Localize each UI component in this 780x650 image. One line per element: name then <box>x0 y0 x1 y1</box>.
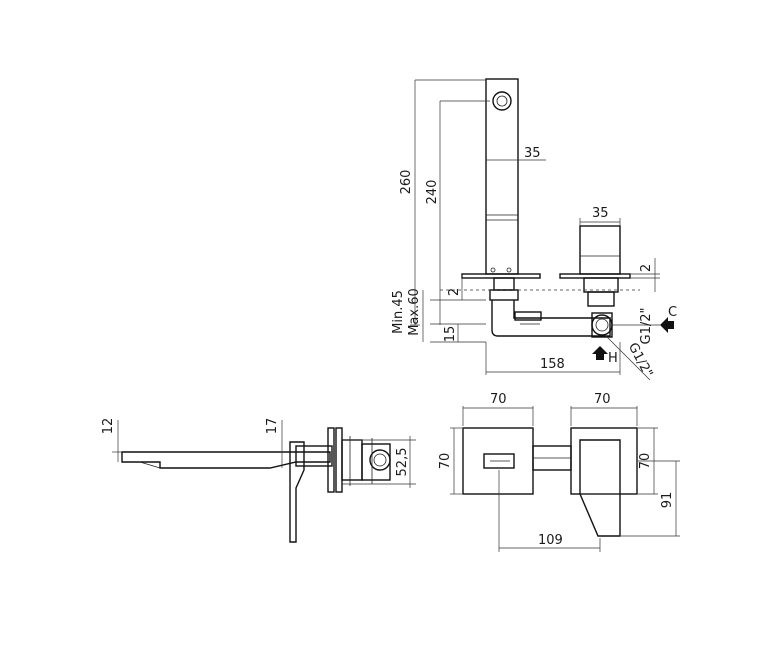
dim-158: 158 <box>540 357 565 372</box>
side-view: 12 17 52,5 <box>101 418 416 543</box>
dim-max60: Max.60 <box>407 288 422 336</box>
spout-outlet-circle <box>492 91 512 111</box>
dim-15: 15 <box>443 326 458 343</box>
label-h: H <box>608 351 618 366</box>
valve-handle <box>579 225 621 275</box>
dim-g12-b: G1/2" <box>625 341 656 381</box>
dim-g12-a: G1/2" <box>639 308 654 345</box>
plan-view: 260 240 35 35 2 2 Min.45 Max.60 15 158 <box>391 78 677 381</box>
dim-12: 12 <box>101 418 116 435</box>
dim-35-valve: 35 <box>592 206 609 221</box>
front-valve-plate <box>570 427 638 495</box>
dim-70-left-side: 70 <box>438 453 453 470</box>
side-inlet-circle <box>369 449 391 471</box>
dim-2-right: 2 <box>639 264 654 272</box>
dim-min45: Min.45 <box>391 290 406 334</box>
dim-2-left: 2 <box>447 288 462 296</box>
dim-240: 240 <box>425 180 440 205</box>
hot-inlet-arrow <box>592 346 608 360</box>
dim-17: 17 <box>265 418 280 435</box>
dim-52-5: 52,5 <box>395 448 410 477</box>
dim-91: 91 <box>660 492 675 509</box>
side-handle <box>289 441 305 543</box>
dim-70-right-top: 70 <box>594 392 611 407</box>
dim-35-spout: 35 <box>524 146 541 161</box>
cold-inlet-arrow <box>660 317 674 333</box>
side-spout <box>121 451 331 469</box>
dim-70-left-top: 70 <box>490 392 507 407</box>
spout-body <box>485 78 519 275</box>
front-view: 70 70 70 70 91 109 <box>438 392 680 552</box>
label-c: C <box>668 305 677 320</box>
dim-260: 260 <box>399 170 414 195</box>
dim-109: 109 <box>538 533 563 548</box>
front-handle <box>579 439 621 537</box>
